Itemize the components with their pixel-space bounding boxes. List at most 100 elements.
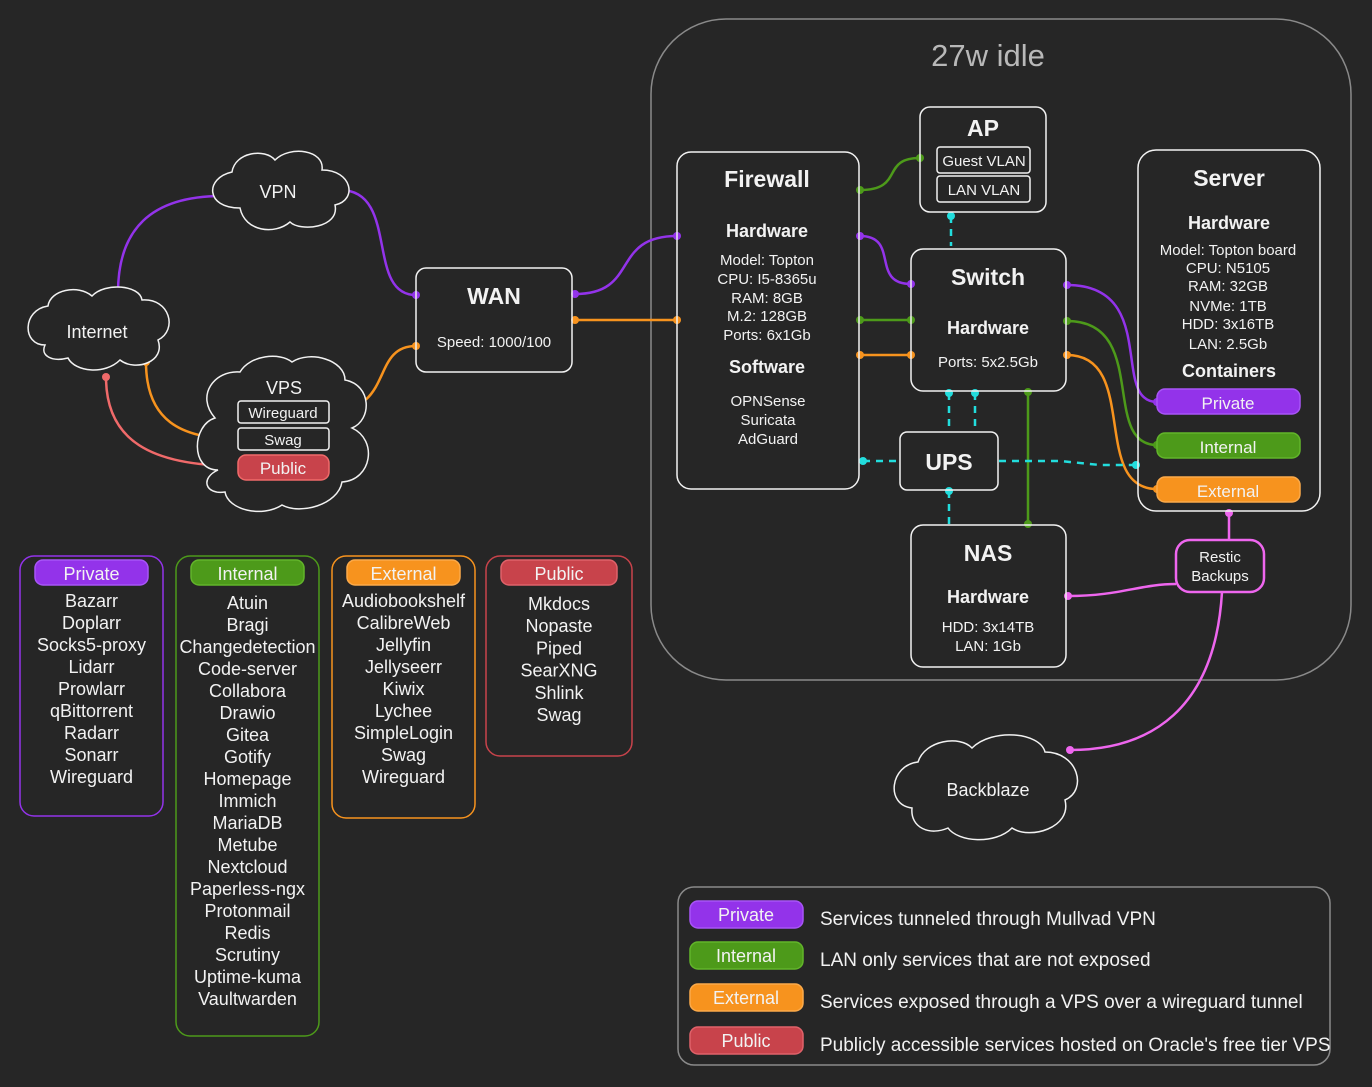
service-item: Metube (217, 835, 277, 855)
restic-backups-node: Restic Backups (1174, 538, 1266, 594)
firewall-sw-1: Suricata (740, 412, 796, 429)
service-item: Wireguard (50, 767, 133, 787)
service-item: Uptime-kuma (194, 967, 302, 987)
power-links (863, 216, 1136, 524)
ap-title: AP (967, 115, 999, 141)
service-item: Changedetection (179, 637, 315, 657)
legend-description: Services tunneled through Mullvad VPN (820, 909, 1156, 930)
server-containers-heading: Containers (1182, 361, 1276, 381)
server-container-external: External (1197, 482, 1259, 501)
service-group-pill (190, 559, 305, 586)
ups-node: UPS (899, 431, 999, 491)
restic-line-0: Restic (1199, 549, 1241, 566)
vps-public: Public (260, 459, 307, 478)
link-firewall-ap (859, 156, 921, 192)
link-switch-server-private (1066, 283, 1158, 404)
link-nas-restic (1067, 582, 1177, 598)
service-item: Bazarr (65, 591, 118, 611)
service-item: Prowlarr (58, 679, 125, 699)
link-restic-backblaze (1069, 591, 1224, 752)
server-internal-pill (1156, 432, 1301, 459)
internet-label: Internet (66, 322, 127, 342)
link-internet-vpn (116, 194, 223, 294)
legend-label: Public (721, 1031, 770, 1051)
link-vpn-wan (339, 188, 417, 297)
vps-swag: Swag (264, 432, 302, 449)
service-item: Socks5-proxy (37, 635, 146, 655)
legend-pill (689, 983, 804, 1012)
wan-node: WAN Speed: 1000/100 (415, 267, 573, 373)
service-item: Scrutiny (215, 945, 280, 965)
service-group-frame (175, 555, 320, 1037)
server-external-pill (1156, 476, 1301, 503)
link-firewall-switch-private (859, 234, 912, 286)
service-item: Doplarr (62, 613, 121, 633)
service-item: Redis (224, 923, 270, 943)
vps-swag-box (237, 427, 330, 451)
server-node: Server Hardware Model: Topton board CPU:… (1137, 149, 1321, 512)
firewall-hw-4: Ports: 6x1Gb (723, 327, 811, 344)
link-switch-server-internal (1066, 319, 1158, 447)
legend-description: Publicly accessible services hosted on O… (820, 1035, 1331, 1056)
service-item: Sonarr (64, 745, 118, 765)
service-item: Swag (381, 745, 426, 765)
legend-pill (689, 900, 804, 929)
service-item: Homepage (203, 769, 291, 789)
service-item: Swag (536, 705, 581, 725)
service-group-frame (331, 555, 476, 819)
service-group-private: PrivateBazarrDoplarrSocks5-proxyLidarrPr… (19, 555, 164, 817)
power-group-frame (650, 18, 1352, 681)
firewall-sw-2: AdGuard (738, 431, 798, 448)
service-item: Jellyfin (376, 635, 431, 655)
service-group-label: Private (63, 564, 119, 584)
service-group-label: External (370, 564, 436, 584)
service-item: Drawio (219, 703, 275, 723)
internet-cloud: Internet (27, 286, 170, 371)
firewall-hardware-heading: Hardware (726, 221, 808, 241)
link-wan-firewall-private (574, 234, 678, 296)
vps-wireguard: Wireguard (248, 405, 317, 422)
service-item: Protonmail (204, 901, 290, 921)
vpn-cloud: VPN (212, 150, 350, 231)
service-item: Bragi (226, 615, 268, 635)
ap-lan-vlan-box (936, 175, 1031, 203)
firewall-title: Firewall (724, 166, 810, 192)
firewall-hw-0: Model: Topton (720, 252, 814, 269)
service-item: Shlink (534, 683, 584, 703)
service-group-public: PublicMkdocsNopastePipedSearXNGShlinkSwa… (485, 555, 633, 757)
firewall-hw-2: RAM: 8GB (731, 290, 803, 307)
service-item: Kiwix (382, 679, 424, 699)
vps-wireguard-box (237, 400, 330, 424)
vpn-label: VPN (259, 182, 296, 202)
server-hw-1: CPU: N5105 (1186, 260, 1270, 277)
ups-title: UPS (925, 449, 972, 475)
service-item: Jellyseerr (365, 657, 442, 677)
service-item: Vaultwarden (198, 989, 297, 1009)
server-hw-0: Model: Topton board (1160, 242, 1297, 259)
switch-node: Switch Hardware Ports: 5x2.5Gb (910, 248, 1067, 392)
legend-pill (689, 1026, 804, 1055)
service-groups: PrivateBazarrDoplarrSocks5-proxyLidarrPr… (19, 555, 633, 1037)
service-item: Atuin (227, 593, 268, 613)
service-item: Mkdocs (528, 594, 590, 614)
service-group-pill (346, 559, 461, 586)
ap-guest-vlan-box (936, 146, 1031, 174)
service-item: Lidarr (68, 657, 114, 677)
switch-hardware-heading: Hardware (947, 318, 1029, 338)
backblaze-label: Backblaze (946, 780, 1029, 800)
service-item: Audiobookshelf (342, 591, 466, 611)
legend-description: Services exposed through a VPS over a wi… (820, 992, 1303, 1013)
backblaze-cloud: Backblaze (893, 734, 1079, 841)
connections (104, 156, 1231, 752)
service-item: MariaDB (212, 813, 282, 833)
legend-description: LAN only services that are not exposed (820, 950, 1151, 971)
server-title: Server (1193, 165, 1265, 191)
nas-node: NAS Hardware HDD: 3x14TB LAN: 1Gb (910, 524, 1067, 668)
service-group-label: Public (534, 564, 583, 584)
link-switch-server-external (1066, 353, 1158, 491)
service-item: SearXNG (520, 661, 597, 681)
